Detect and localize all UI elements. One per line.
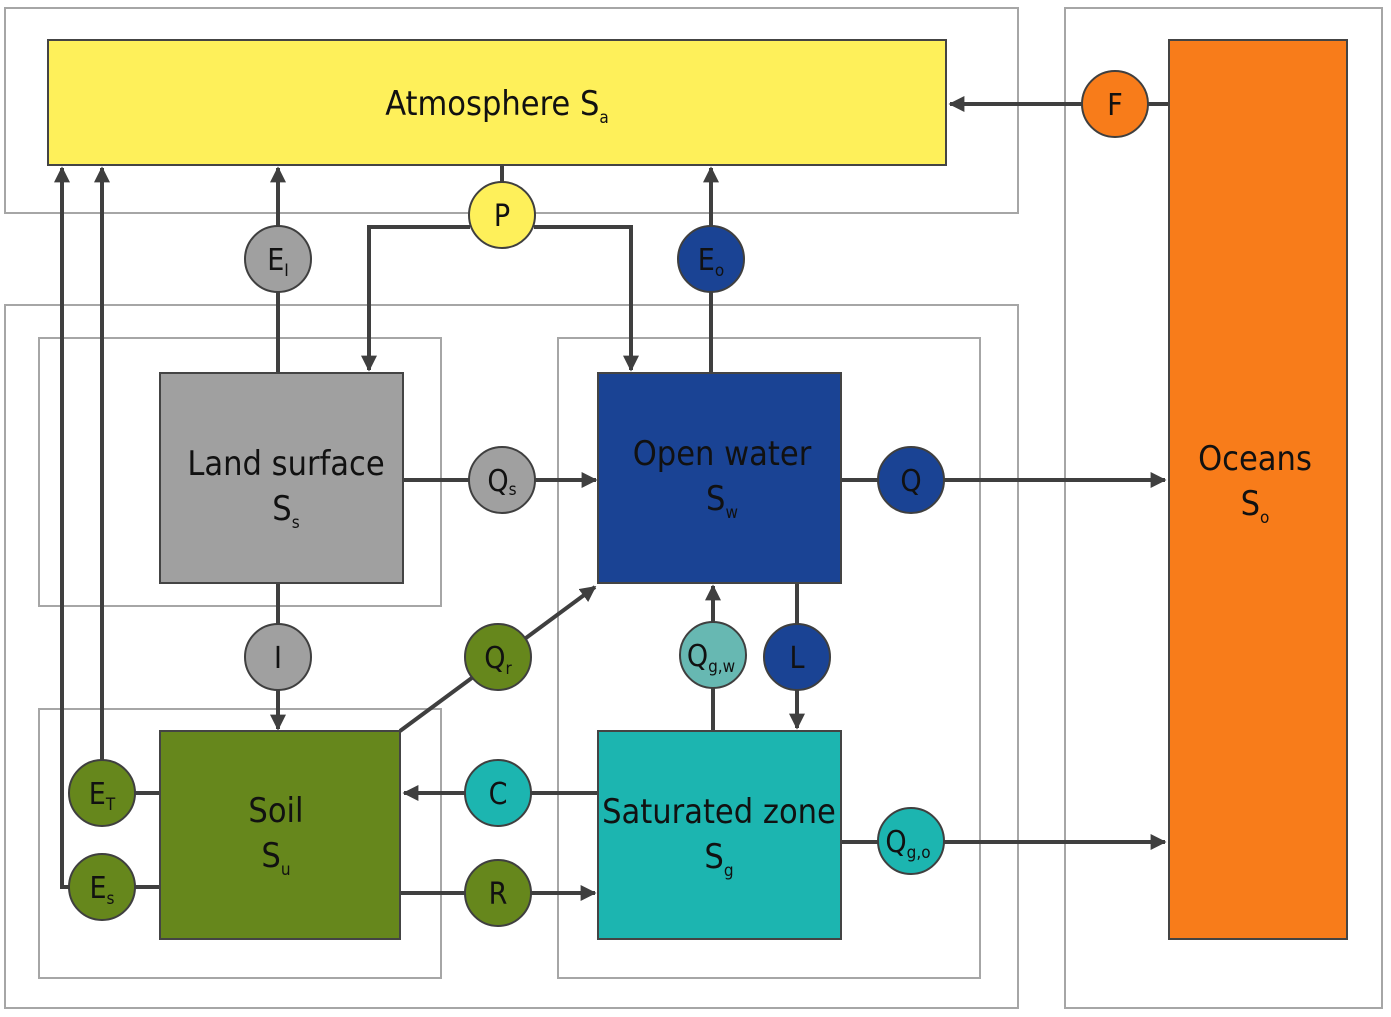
flux-node-R[interactable]: R [464,859,532,927]
flux-Qs-label: Qs [487,464,516,500]
land-surface-name: Land surface [187,444,384,484]
flux-Qgo-circle [877,807,945,875]
water-frame [557,337,981,979]
flux-EI-label: EI [267,243,289,281]
flux-F-circle [1081,70,1149,138]
flux-L-circle [763,623,831,691]
flux-node-Q[interactable]: Q [877,446,945,514]
saturated-zone-box [597,730,842,940]
flux-R-circle [464,859,532,927]
land-frame [4,304,1019,1009]
flux-line-P-water [534,225,639,372]
land-surface-box [159,372,404,584]
atmosphere-label: Atmosphere Sa [385,84,609,128]
flux-Qs-circle [468,446,536,514]
open-water-name: Open water [633,434,812,474]
flux-ET-circle [68,759,136,827]
flux-node-Eo[interactable]: Eo [677,225,745,293]
flux-Q-circle [877,446,945,514]
flux-Eo-circle [677,225,745,293]
storage-soil[interactable]: Soil Su [159,730,401,940]
flux-Q-label: Q [900,464,921,499]
storage-saturated-zone[interactable]: Saturated zone Sg [597,730,842,940]
flux-P-circle [468,181,536,249]
soil-frame [38,708,442,979]
flux-line-P-land [361,225,470,372]
flux-R-label: R [489,877,508,912]
soil-symbol: Su [261,836,290,880]
land-surface-symbol: Ss [272,489,299,533]
soil-box [159,730,401,940]
flux-Qr-label: Qr [484,641,512,679]
flux-ET-label: ET [89,777,116,815]
flux-EI-circle [244,225,312,293]
flux-node-Qs[interactable]: Qs [468,446,536,514]
flux-node-F[interactable]: F [1081,70,1149,138]
storage-oceans[interactable]: Oceans So [1168,39,1348,940]
soil-name: Soil [248,791,303,831]
flux-Qgw-label: Qg,w [687,639,735,677]
land-surface-frame [38,337,442,607]
storage-atmosphere[interactable]: Atmosphere Sa [47,39,947,166]
flux-Es-circle [68,853,136,921]
flux-node-Qgo[interactable]: Qg,o [877,807,945,875]
flux-line-ET [94,166,160,795]
flux-F-label: F [1107,88,1123,123]
saturated-zone-symbol: Sg [704,837,733,881]
oceans-symbol: So [1241,484,1270,528]
flux-Qgo-label: Qg,o [885,825,930,863]
storage-open-water[interactable]: Open water Sw [597,372,842,584]
flux-node-Es[interactable]: Es [68,853,136,921]
flux-Eo-label: Eo [698,243,724,281]
flux-node-Qgw[interactable]: Qg,w [679,621,747,689]
flux-C-circle [464,759,532,827]
oceans-box [1168,39,1348,940]
atmosphere-box [47,39,947,166]
open-water-box [597,372,842,584]
flux-P-label: P [494,199,510,234]
storage-land-surface[interactable]: Land surface Ss [159,372,404,584]
flux-node-L[interactable]: L [763,623,831,691]
flux-Qgw-circle [679,621,747,689]
flux-C-label: C [489,777,508,812]
flux-Qr-circle [464,623,532,691]
saturated-zone-name: Saturated zone [602,792,836,832]
open-water-symbol: Sw [706,479,738,523]
flux-I-circle [244,623,312,691]
flux-node-Qr[interactable]: Qr [464,623,532,691]
oceans-name: Oceans [1198,439,1312,479]
flux-Es-label: Es [89,871,114,909]
flux-L-label: L [789,641,804,676]
flux-node-EI[interactable]: EI [244,225,312,293]
flux-node-C[interactable]: C [464,759,532,827]
flux-node-ET[interactable]: ET [68,759,136,827]
oceans-frame [1064,7,1383,1009]
flux-I-label: I [274,641,282,676]
flux-node-P[interactable]: P [468,181,536,249]
flux-node-I[interactable]: I [244,623,312,691]
